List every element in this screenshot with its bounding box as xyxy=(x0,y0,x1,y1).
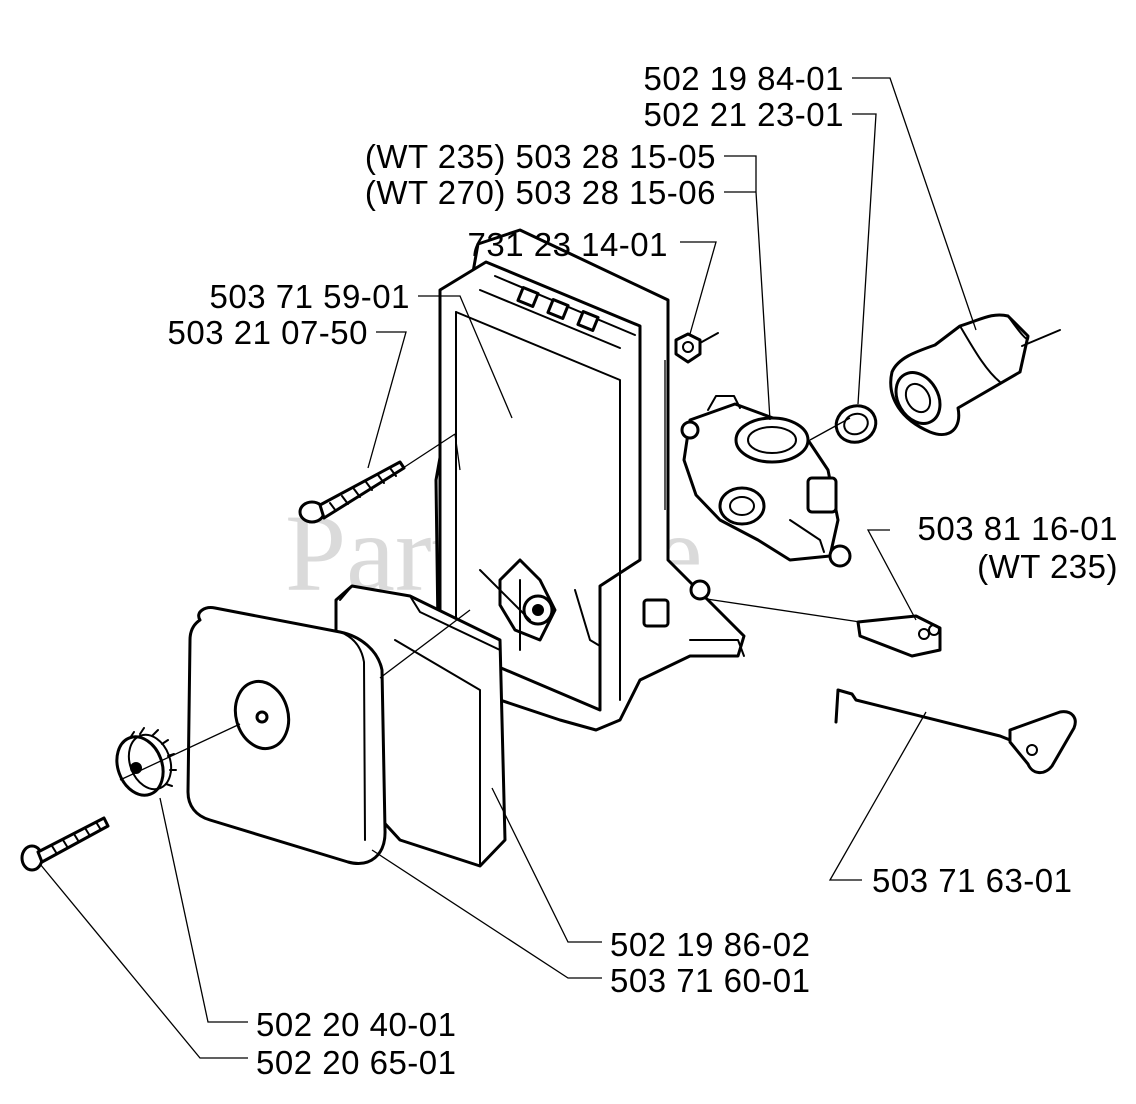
short-screw-drawing xyxy=(20,816,110,872)
label-731-23-14-01: 731 23 14-01 xyxy=(467,226,668,263)
carburetor-drawing xyxy=(680,395,852,568)
label-503-81-16-01: 503 81 16-01 xyxy=(917,510,1118,547)
throttle-rod-drawing xyxy=(834,688,1077,774)
label-502-20-65-01: 502 20 65-01 xyxy=(256,1044,457,1081)
label-502-20-40-01: 502 20 40-01 xyxy=(256,1006,457,1043)
label-503-81-16-01-note: (WT 235) xyxy=(977,548,1118,585)
long-bolt-drawing xyxy=(298,460,406,524)
air-filter-housing-drawing xyxy=(434,228,746,732)
nut-drawing xyxy=(674,332,719,364)
intake-adapter-drawing xyxy=(889,313,1061,436)
label-503-28-15-06: (WT 270) 503 28 15-06 xyxy=(365,174,716,211)
bracket-plate-drawing xyxy=(856,614,942,658)
label-503-71-63-01: 503 71 63-01 xyxy=(872,862,1073,899)
knob-drawing xyxy=(115,727,177,797)
leader-lines xyxy=(39,77,977,1059)
label-502-19-86-02: 502 19 86-02 xyxy=(610,926,811,963)
label-503-28-15-05: (WT 235) 503 28 15-05 xyxy=(365,138,716,175)
filter-cover-drawing xyxy=(186,606,387,865)
gasket-ring-drawing xyxy=(834,404,878,444)
label-502-21-23-01: 502 21 23-01 xyxy=(643,96,844,133)
assembly-axis-lines xyxy=(119,360,861,781)
label-503-21-07-50: 503 21 07-50 xyxy=(167,314,368,351)
part-labels: 502 19 84-01 502 21 23-01 (WT 235) 503 2… xyxy=(167,60,1118,1081)
label-502-19-84-01: 502 19 84-01 xyxy=(643,60,844,97)
label-503-71-59-01: 503 71 59-01 xyxy=(209,278,410,315)
label-503-71-60-01: 503 71 60-01 xyxy=(610,962,811,999)
